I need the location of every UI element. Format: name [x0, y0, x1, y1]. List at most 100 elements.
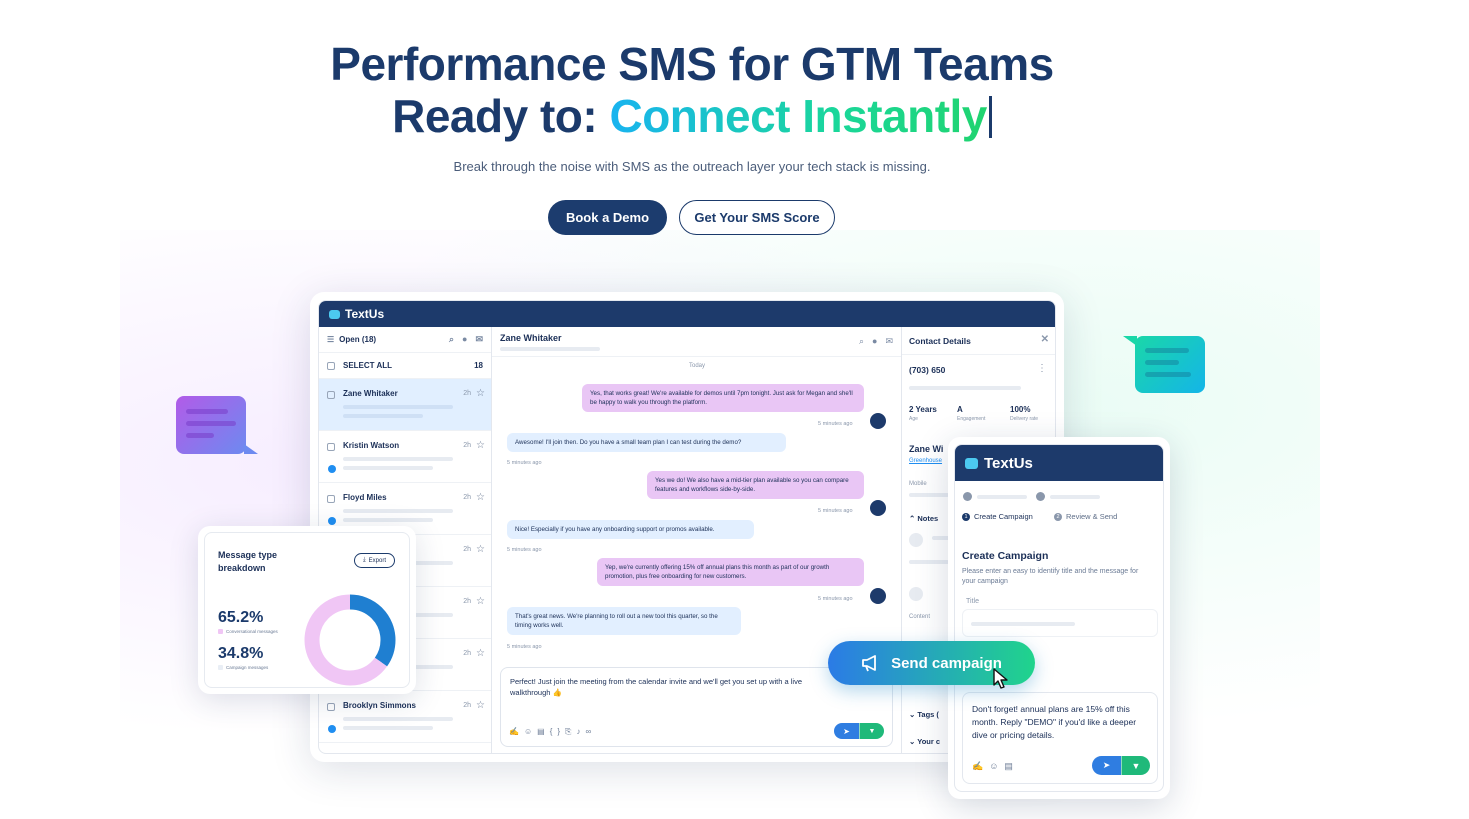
- chevron-down-icon[interactable]: ▼: [859, 723, 884, 739]
- contact-time: 2h: [463, 546, 471, 553]
- pct-conversational: 65.2%: [218, 609, 264, 626]
- message-composer[interactable]: Perfect! Just join the meeting from the …: [500, 667, 893, 747]
- send-split-button[interactable]: ➤ ▼: [834, 723, 884, 739]
- chat-icon[interactable]: ●: [462, 334, 468, 344]
- avatar-placeholder: [909, 533, 923, 547]
- chat-icon[interactable]: ●: [872, 336, 878, 346]
- check-icon: [1036, 492, 1045, 501]
- filter-icon[interactable]: ☰: [327, 335, 335, 344]
- campaign-message-composer[interactable]: Don't forget! annual plans are 15% off t…: [962, 692, 1158, 784]
- send-icon[interactable]: ➤: [1092, 756, 1121, 775]
- row-checkbox[interactable]: [327, 443, 335, 451]
- template-icon[interactable]: ▤: [537, 727, 550, 736]
- legend-campaign: Campaign messages: [218, 665, 268, 670]
- mobile-label: Mobile: [909, 481, 927, 487]
- row-checkbox[interactable]: [327, 391, 335, 399]
- emoji-icon[interactable]: ☺: [989, 761, 1005, 771]
- greenhouse-link[interactable]: Greenhouse: [909, 458, 943, 464]
- tags-section-header[interactable]: ⌄ Tags (: [909, 710, 939, 719]
- day-divider: Today: [688, 363, 705, 369]
- contact-time: 2h: [463, 598, 471, 605]
- row-checkbox[interactable]: [327, 495, 335, 503]
- more-options-icon[interactable]: ⋮: [1037, 363, 1047, 374]
- bubble-line: [1145, 372, 1191, 377]
- campaign-title-input[interactable]: [962, 609, 1158, 637]
- select-all-row[interactable]: SELECT ALL 18: [319, 353, 491, 379]
- preview-placeholder: [343, 457, 453, 461]
- legend-conversational: Conversational messages: [218, 629, 278, 634]
- star-icon[interactable]: ☆: [476, 648, 485, 659]
- unread-dot: [328, 517, 336, 525]
- select-all-label: SELECT ALL: [343, 361, 393, 370]
- stat-value: 100%: [1010, 405, 1031, 414]
- textus-logo-icon: [965, 454, 978, 469]
- campaign-help-text: Please enter an easy to identify title a…: [962, 568, 1139, 585]
- variables-icon[interactable]: {}: [549, 727, 566, 736]
- star-icon[interactable]: ☆: [476, 440, 485, 451]
- close-icon[interactable]: ✕: [1040, 334, 1049, 345]
- campaign-message-text[interactable]: Don't forget! annual plans are 15% off t…: [972, 704, 1137, 740]
- legend-swatch: [218, 629, 223, 634]
- preview-placeholder: [343, 414, 423, 418]
- star-icon[interactable]: ☆: [476, 700, 485, 711]
- mail-icon[interactable]: ✉: [885, 336, 893, 346]
- incoming-message: Awesome! I'll join then. Do you have a s…: [507, 433, 786, 452]
- outgoing-message: Yes, that works great! We're available f…: [582, 384, 864, 412]
- typing-caret: [988, 96, 992, 138]
- mail-icon[interactable]: ✉: [475, 334, 483, 344]
- list-item[interactable]: Brooklyn Simmons 2h ☆: [319, 691, 491, 743]
- chevron-up-icon: ⌃: [909, 514, 916, 523]
- signature-icon[interactable]: ✍: [509, 727, 524, 736]
- chat-header: Zane Whitaker ⌕●✉: [492, 327, 901, 357]
- your-section-header[interactable]: ⌄ Your c: [909, 737, 940, 746]
- details-header: Contact Details ✕: [902, 327, 1055, 355]
- contact-name: Kristin Watson: [343, 441, 400, 450]
- voice-icon[interactable]: ♪: [576, 727, 586, 736]
- donut-slice-conversational: [304, 594, 396, 686]
- star-icon[interactable]: ☆: [476, 596, 485, 607]
- search-icon[interactable]: ⌕: [858, 336, 865, 346]
- send-split-button[interactable]: ➤ ▼: [1092, 756, 1150, 775]
- book-demo-button[interactable]: Book a Demo: [548, 200, 667, 235]
- attach-icon[interactable]: ⎘: [565, 727, 577, 736]
- preview-placeholder: [343, 726, 433, 730]
- message-timestamp: 5 minutes ago: [818, 508, 853, 514]
- contact-name: Brooklyn Simmons: [343, 701, 416, 710]
- list-item[interactable]: Kristin Watson 2h ☆: [319, 431, 491, 483]
- legend-label: Conversational messages: [226, 629, 278, 634]
- contact-phone: (703) 650: [909, 365, 946, 375]
- row-checkbox[interactable]: [327, 703, 335, 711]
- check-icon: [963, 492, 972, 501]
- send-icon[interactable]: ➤: [834, 723, 859, 739]
- star-icon[interactable]: ☆: [476, 388, 485, 399]
- preview-placeholder: [343, 509, 453, 513]
- step-label: Review & Send: [1066, 512, 1118, 521]
- pct-campaign: 34.8%: [218, 645, 264, 662]
- chevron-down-icon[interactable]: ▼: [1121, 756, 1150, 775]
- mouse-pointer-icon: [993, 668, 1008, 689]
- signature-icon[interactable]: ✍: [972, 761, 990, 771]
- hero-subtitle: Break through the noise with SMS as the …: [453, 159, 931, 174]
- hero-title-prefix: Ready to:: [392, 90, 610, 142]
- avatar-placeholder: [909, 587, 923, 601]
- composer-text[interactable]: Perfect! Just join the meeting from the …: [510, 677, 803, 697]
- star-icon[interactable]: ☆: [476, 544, 485, 555]
- list-item[interactable]: Zane Whitaker 2h ☆: [319, 379, 491, 431]
- notes-section-header[interactable]: ⌃ Notes: [909, 514, 938, 523]
- stat-label: Delivery rate: [1010, 416, 1039, 422]
- link-icon[interactable]: ∞: [585, 727, 597, 736]
- agent-avatar: [870, 413, 886, 429]
- search-icon[interactable]: ⌕: [448, 334, 455, 344]
- emoji-icon[interactable]: ☺: [523, 727, 538, 736]
- inbox-filter[interactable]: Open (18): [339, 335, 377, 344]
- sms-score-button[interactable]: Get Your SMS Score: [679, 200, 835, 235]
- bubble-line: [186, 433, 214, 438]
- template-icon[interactable]: ▤: [1004, 761, 1019, 771]
- star-icon[interactable]: ☆: [476, 492, 485, 503]
- select-all-checkbox[interactable]: [327, 361, 335, 370]
- export-button[interactable]: ⤓Export: [354, 553, 395, 568]
